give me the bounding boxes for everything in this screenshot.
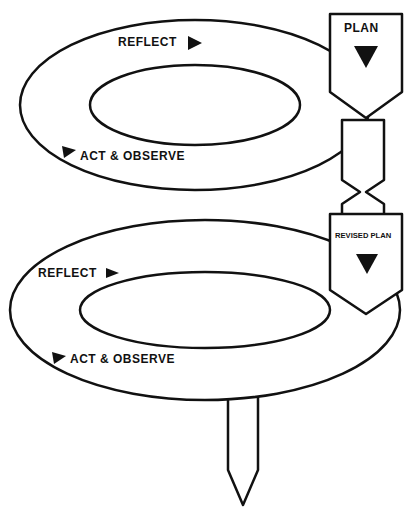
plan-block xyxy=(330,214,402,314)
stage-label: REFLECT xyxy=(118,36,177,50)
direction-arrow xyxy=(354,46,378,68)
direction-arrow xyxy=(106,268,119,278)
stage-label: REFLECT xyxy=(38,267,97,281)
direction-arrow xyxy=(62,146,76,158)
stage-label: PLAN xyxy=(344,22,379,36)
direction-arrow xyxy=(188,36,202,50)
spiral-band xyxy=(20,20,370,190)
direction-arrow xyxy=(52,352,66,364)
stage-label: REVISED PLAN xyxy=(335,232,391,241)
stage-label: ACT & OBSERVE xyxy=(70,353,175,367)
plan-block xyxy=(330,14,402,118)
direction-arrow xyxy=(356,254,378,274)
stage-label: ACT & OBSERVE xyxy=(80,150,185,164)
